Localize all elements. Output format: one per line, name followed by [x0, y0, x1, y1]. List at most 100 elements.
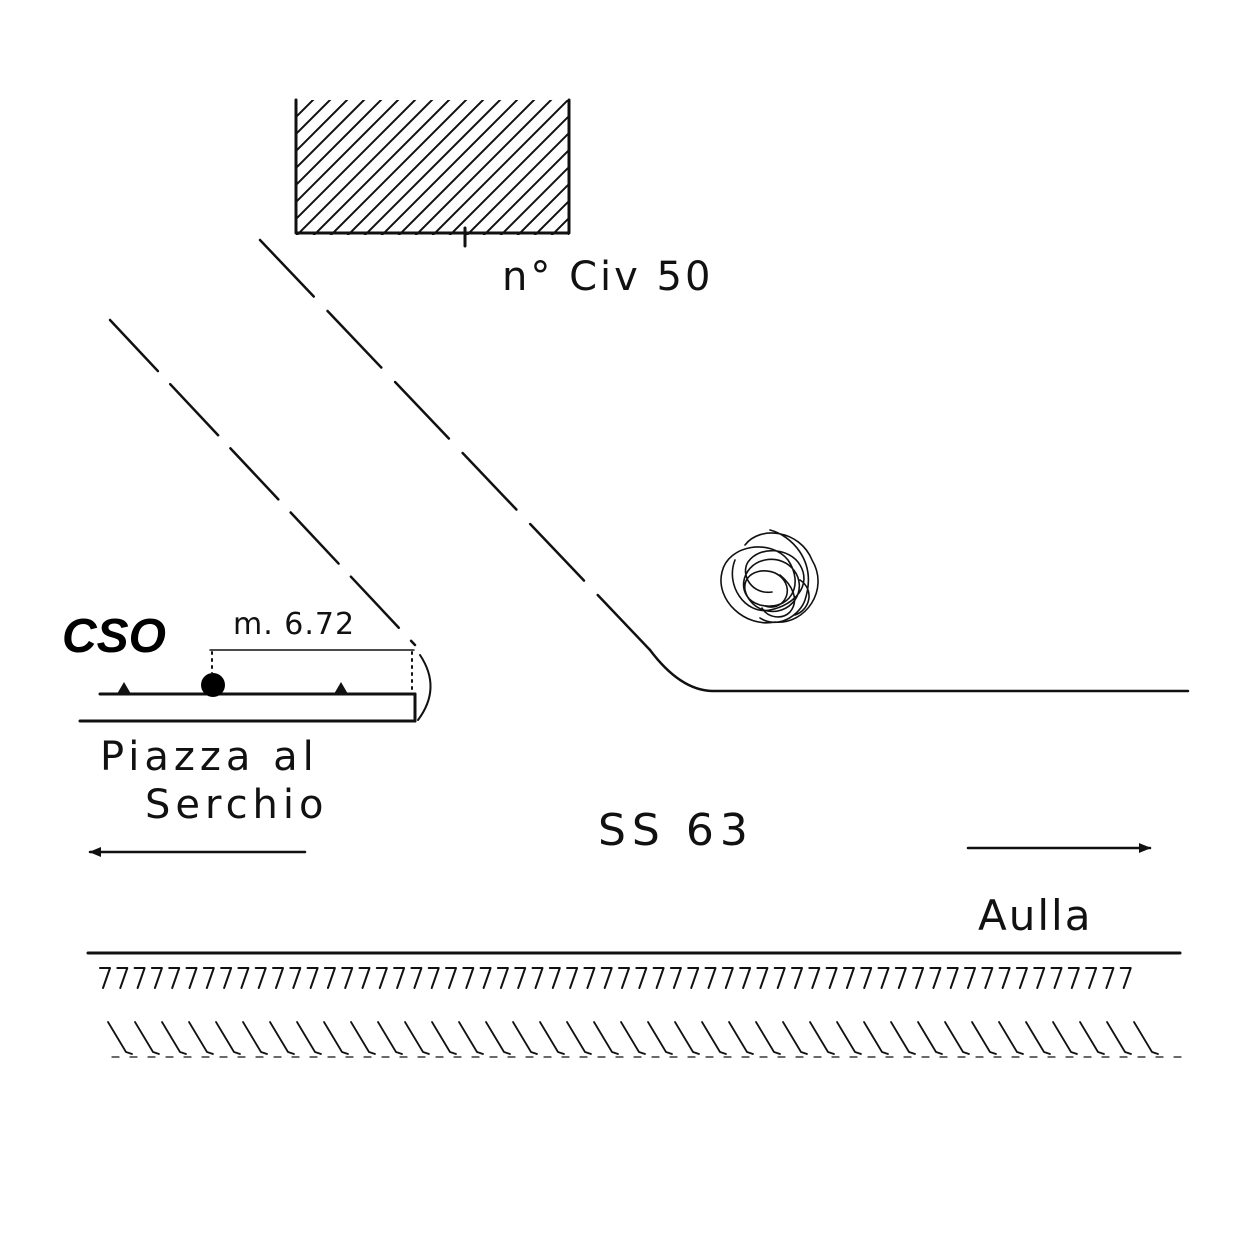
embankment-slope-mark — [620, 1021, 646, 1055]
embankment-slope-mark — [1133, 1021, 1159, 1055]
embankment-ticks — [99, 967, 1132, 989]
building — [294, 98, 571, 248]
embankment-slope-mark — [377, 1021, 403, 1055]
hatch-line — [448, 114, 569, 235]
embankment-slope-mark — [566, 1021, 592, 1055]
embankment-slope-mark — [971, 1021, 997, 1055]
embankment-tick — [1033, 967, 1046, 989]
hatch-line — [296, 100, 349, 153]
embankment-tick — [773, 967, 786, 989]
embankment-slope-mark — [350, 1021, 376, 1055]
embankment-slope-mark — [998, 1021, 1024, 1055]
embankment-slope-mark — [863, 1021, 889, 1055]
curb-marker-triangle — [334, 682, 348, 694]
embankment-slope-mark — [836, 1021, 862, 1055]
embankment-tick — [272, 967, 284, 989]
embankment-tick — [704, 967, 717, 989]
embankment-slope-mark — [1079, 1021, 1105, 1055]
embankment-tick — [721, 967, 734, 989]
embankment-tick — [1015, 967, 1028, 989]
embankment-tick — [912, 967, 925, 989]
distance-dimension — [209, 649, 432, 721]
embankment-tick — [548, 967, 561, 989]
embankment-tick — [289, 967, 302, 989]
building-hatching — [296, 100, 569, 235]
embankment-tick — [929, 967, 942, 989]
dimension-curve-mark — [417, 654, 432, 721]
embankment-tick — [496, 967, 509, 989]
hatch-line — [312, 100, 451, 235]
embankment-tick — [185, 967, 198, 989]
embankment-slope-mark — [809, 1021, 835, 1055]
embankment-tick — [99, 967, 111, 989]
embankment-tick — [894, 967, 907, 989]
hatch-line — [296, 100, 434, 235]
embankment-tick — [323, 967, 336, 989]
embankment-tick — [583, 967, 596, 989]
embankment-slope-mark — [755, 1021, 781, 1055]
embankment-tick — [808, 967, 821, 989]
hatch-line — [533, 199, 569, 235]
embankment-slope-mark — [188, 1021, 214, 1055]
embankment-slope-mark — [485, 1021, 511, 1055]
embankment-tick — [375, 967, 388, 989]
embankment-tick — [133, 967, 146, 989]
embankment-tick — [739, 967, 752, 989]
hatch-line — [346, 100, 485, 235]
embankment-tick — [1085, 967, 1098, 989]
embankment-tick — [410, 967, 423, 989]
embankment-tick — [687, 967, 700, 989]
building-outline — [294, 98, 571, 235]
hatch-line — [363, 100, 502, 235]
embankment-slope-mark — [647, 1021, 673, 1055]
place-label-line1: Piazza al — [100, 734, 319, 780]
hatch-line — [296, 100, 400, 204]
embankment-tick — [860, 967, 873, 989]
embankment-tick — [1119, 967, 1132, 989]
hatch-line — [516, 182, 569, 235]
embankment-slope-mark — [107, 1021, 133, 1055]
embankment-tick — [946, 967, 959, 989]
hatch-line — [296, 100, 332, 136]
embankment-slope-mark — [917, 1021, 943, 1055]
embankment-tick — [669, 967, 682, 989]
hatch-line — [296, 100, 417, 221]
embankment-tick — [618, 967, 630, 989]
embankment-tick — [877, 967, 890, 989]
embankment-slope-marks — [107, 1021, 1182, 1058]
embankment-tick — [600, 967, 613, 989]
embankment-tick — [168, 967, 181, 989]
embankment-slope-mark — [728, 1021, 754, 1055]
embankment-slope-mark — [539, 1021, 565, 1055]
embankment-tick — [756, 967, 769, 989]
embankment-slope-mark — [890, 1021, 916, 1055]
embankment-slope-mark — [1106, 1021, 1132, 1055]
embankment-tick — [116, 967, 129, 989]
embankment-tick — [842, 967, 855, 989]
embankment-slope-mark — [269, 1021, 295, 1055]
embankment-tick — [393, 967, 406, 989]
embankment-tick — [1102, 967, 1115, 989]
hatch-line — [296, 100, 383, 187]
embankment-tick — [254, 967, 267, 989]
embankment-tick — [635, 967, 648, 989]
cso-label: CSO — [62, 610, 166, 663]
embankment-tick — [445, 967, 457, 989]
embankment-slope-mark — [296, 1021, 322, 1055]
embankment-tick — [964, 967, 976, 989]
hatch-line — [380, 100, 519, 235]
embankment-slope-mark — [323, 1021, 349, 1055]
embankment-tick — [341, 967, 354, 989]
embankment-slope-mark — [431, 1021, 457, 1055]
embankment-tick — [479, 967, 492, 989]
hatch-line — [431, 100, 569, 235]
embankment-tick — [427, 967, 440, 989]
embankment-slope-mark — [674, 1021, 700, 1055]
embankment-tick — [791, 967, 803, 989]
embankment-slope-mark — [593, 1021, 619, 1055]
embankment-slope-mark — [782, 1021, 808, 1055]
embankment-slope-mark — [161, 1021, 187, 1055]
embankment-tick — [652, 967, 665, 989]
embankment-slope-mark — [134, 1021, 160, 1055]
embankment-tick — [237, 967, 250, 989]
